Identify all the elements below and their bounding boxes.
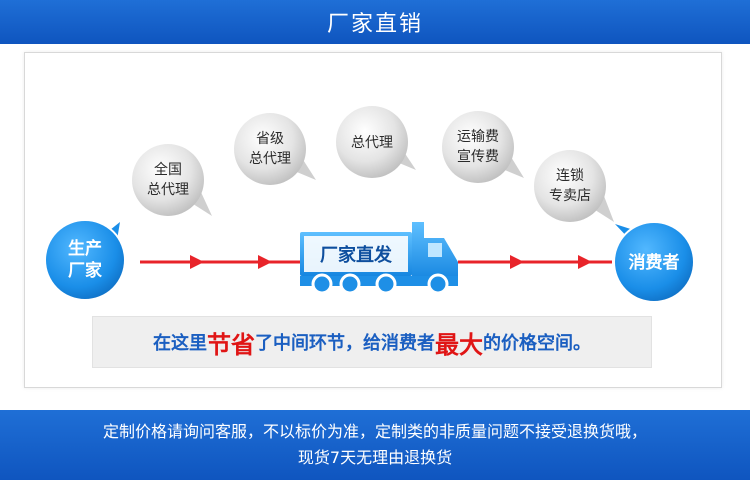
bubble-label-line1: 全国 xyxy=(154,161,182,178)
truck-label: 厂家直发 xyxy=(320,244,393,266)
middleman-bubble-provincial: 省级 总代理 xyxy=(234,113,316,185)
bubble-label: 总代理 xyxy=(351,135,393,151)
supply-chain-diagram: 生产 厂家 消费者 全国 总代理 省级 总代理 总代理 运输费 宣传费 连锁 专… xyxy=(44,106,695,303)
banner-text: 在这里 xyxy=(153,333,207,354)
savings-banner: 在这里 节省 了中间环节，给消费者 最大 的价格空间。 xyxy=(92,316,652,368)
middleman-bubble-general-agent: 总代理 xyxy=(336,106,416,178)
producer-node: 生产 厂家 xyxy=(44,219,126,301)
producer-label-line1: 生产 xyxy=(68,238,102,259)
footer-notice: 定制价格请询问客服，不以标价为准，定制类的非质量问题不接受退换货哦， 现货7天无… xyxy=(0,410,750,480)
arrow-head xyxy=(258,255,272,269)
footer-line-2: 现货7天无理由退换货 xyxy=(297,448,453,467)
middleman-bubble-national: 全国 总代理 xyxy=(132,144,212,216)
banner-highlight: 节省 xyxy=(207,330,255,359)
bubble-label-line1: 连锁 xyxy=(556,168,584,184)
truck-icon: 厂家直发 xyxy=(300,222,458,295)
bubble-label-line2: 总代理 xyxy=(147,182,189,198)
consumer-node: 消费者 xyxy=(613,221,695,303)
bubble-label-line2: 宣传费 xyxy=(457,149,499,165)
middleman-bubble-fees: 运输费 宣传费 xyxy=(442,111,524,183)
page-title: 厂家直销 xyxy=(326,12,423,37)
banner-highlight: 最大 xyxy=(435,330,483,359)
bubble-label-line2: 总代理 xyxy=(249,151,291,167)
arrow-head xyxy=(510,255,524,269)
producer-label-line2: 厂家 xyxy=(68,260,102,281)
flow-arrow-line xyxy=(140,255,612,269)
consumer-label: 消费者 xyxy=(629,252,680,273)
footer-line-1: 定制价格请询问客服，不以标价为准，定制类的非质量问题不接受退换货哦， xyxy=(102,422,647,441)
banner-text: 的价格空间。 xyxy=(483,333,591,354)
arrow-head xyxy=(190,255,204,269)
banner-text: 了中间环节，给消费者 xyxy=(255,333,435,354)
bubble-label-line2: 专卖店 xyxy=(549,188,591,204)
arrow-head xyxy=(578,255,592,269)
bubble-label-line1: 运输费 xyxy=(457,129,499,145)
header-bar: 厂家直销 xyxy=(0,0,750,44)
bubble-label-line1: 省级 xyxy=(256,131,284,147)
middleman-bubble-chain-store: 连锁 专卖店 xyxy=(534,150,614,222)
